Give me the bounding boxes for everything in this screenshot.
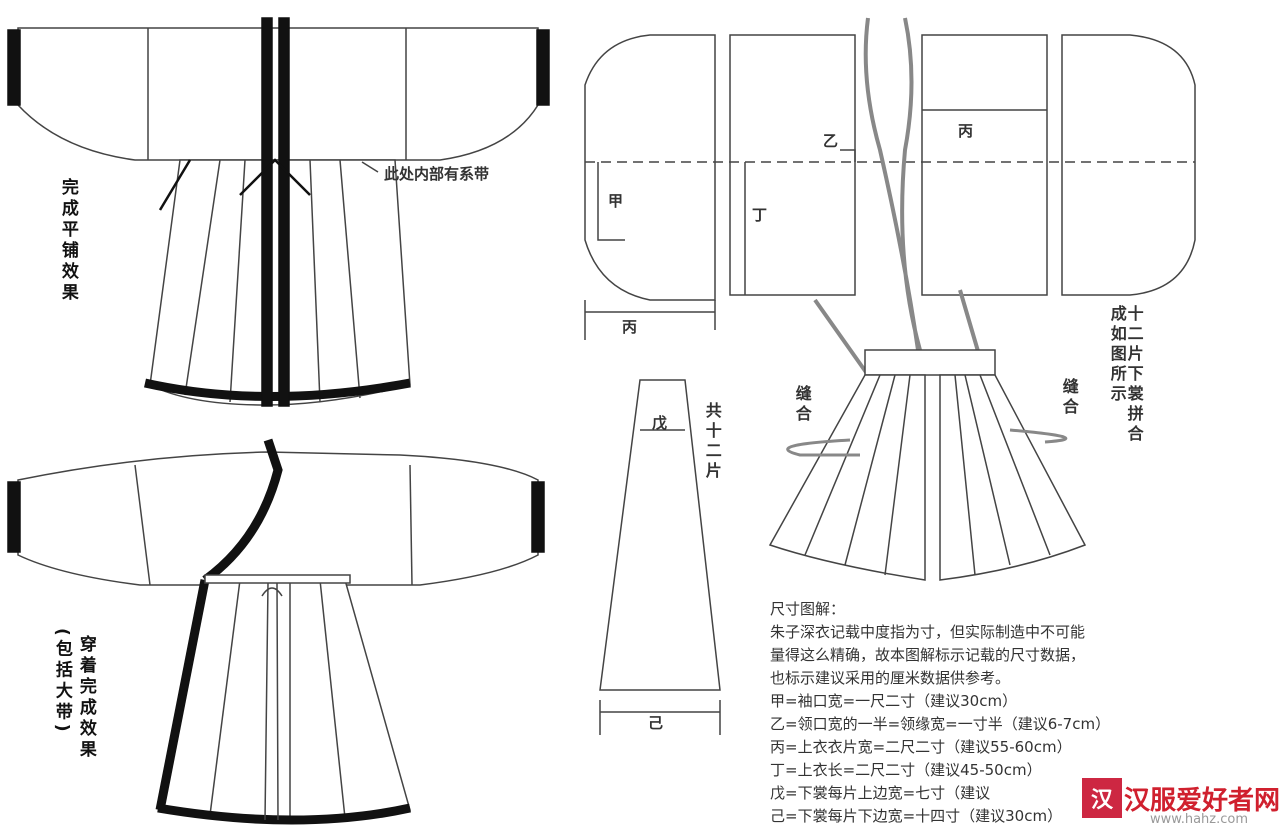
notes-intro-1: 朱子深衣记载中度指为寸，但实际制造中不可能	[770, 623, 1086, 641]
notes-intro-2: 量得这么精确，故本图解标示记载的尺寸数据，	[770, 646, 1086, 664]
flat-finished-label: 完成平铺效果	[57, 178, 78, 304]
assembled-skirt	[768, 349, 1087, 581]
dim-ding: 丁	[752, 206, 768, 224]
notes-item-jia: 甲=袖口宽=一尺二寸（建议30cm）	[770, 692, 1018, 710]
right-body-piece	[921, 34, 1048, 296]
worn-right-cuff	[531, 481, 545, 553]
watermark-stamp: 汉	[1082, 778, 1122, 818]
worn-finished-label: 穿着完成效果	[75, 635, 96, 761]
big-belt	[204, 574, 351, 584]
watermark-url: www.hahz.com	[1150, 812, 1249, 827]
notes-item-yi: 乙=领口宽的一半=领缘宽=一寸半（建议6-7cm）	[770, 715, 1111, 733]
inner-tie-pointer	[361, 161, 379, 173]
upper-pattern	[584, 17, 1196, 377]
sew-left-label: 缝合	[792, 385, 812, 425]
dimension-notes: 尺寸图解： 朱子深衣记载中度指为寸，但实际制造中不可能 量得这么精确，故本图解标…	[770, 598, 1270, 828]
worn-garment-upper	[17, 451, 539, 586]
notes-title: 尺寸图解：	[770, 600, 846, 618]
assembled-skirt-right	[939, 374, 1087, 581]
worn-left-cuff	[7, 481, 21, 553]
right-sleeve-piece	[1061, 34, 1196, 296]
notes-item-wu: 戊=下裳每片上边宽=七寸（建议	[770, 784, 991, 802]
flat-collar-left	[261, 17, 273, 407]
dim-yi: 乙	[823, 132, 839, 150]
inner-tie-label: 此处内部有系带	[384, 165, 490, 183]
assembled-skirt-left	[768, 374, 926, 581]
skirt-panel	[599, 379, 721, 735]
skirt-panel-piece	[599, 379, 721, 691]
belt-ties	[261, 582, 283, 821]
watermark-brand: 汉服爱好者网	[1124, 786, 1280, 816]
worn-garment-figure	[7, 438, 545, 825]
dim-jia: 甲	[608, 192, 624, 210]
worn-cross-collar	[202, 438, 283, 584]
left-body-piece	[729, 34, 856, 296]
notes-item-ding: 丁=上衣长=二尺二寸（建议45-50cm）	[770, 761, 1042, 779]
flat-right-cuff	[536, 29, 550, 106]
flat-garment-upper	[17, 27, 539, 161]
worn-hem-trim	[157, 803, 411, 825]
worn-front-edge	[155, 579, 210, 811]
flat-inner-tie	[158, 158, 311, 211]
sew-right-label: 缝合	[1059, 378, 1079, 418]
notes-item-bing: 丙=上衣衣片宽=二尺二寸（建议55-60cm）	[770, 738, 1072, 756]
notes-intro-3: 也标示建议采用的厘米数据供参考。	[770, 669, 1011, 687]
flat-garment-figure	[7, 17, 550, 407]
dim-wu: 戊	[652, 414, 668, 432]
dim-bing-top: 丙	[958, 122, 974, 140]
total-twelve-label: 共十二片	[702, 402, 722, 482]
assembled-label: 十二片下裳拼合成如图所示	[1107, 305, 1144, 445]
flat-collar-right	[278, 17, 290, 407]
collar-cord	[863, 17, 922, 351]
notes-item-ji: 己=下裳每片下边宽=十四寸（建议30cm）	[770, 807, 1063, 825]
left-sleeve-piece	[584, 34, 716, 301]
worn-note-label: (包括大带)	[51, 628, 72, 736]
dim-ji: 己	[648, 714, 664, 732]
flat-left-cuff	[7, 29, 21, 106]
dim-bing-bottom: 丙	[622, 318, 638, 336]
